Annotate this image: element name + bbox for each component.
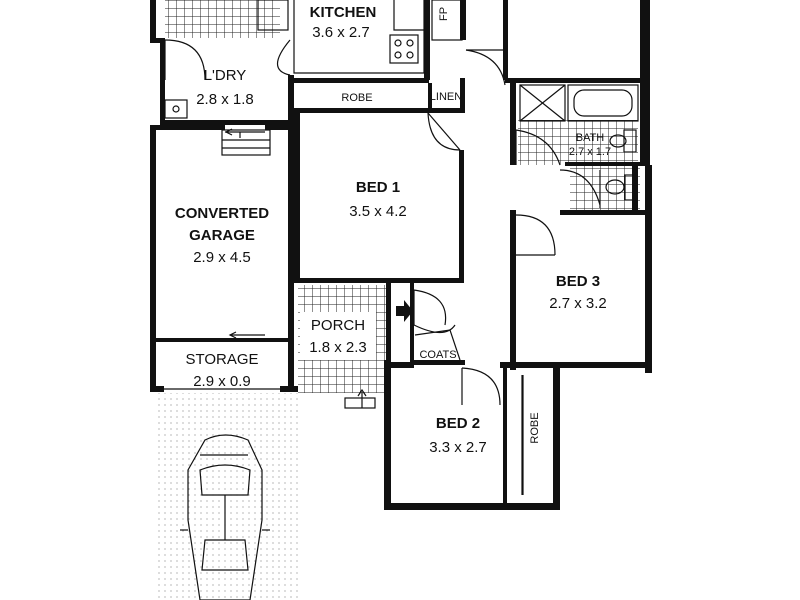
windows	[164, 220, 649, 507]
garage-size: 2.9 x 4.5	[193, 249, 251, 266]
kitchen-size: 3.6 x 2.7	[312, 24, 370, 41]
garage-name-line2: GARAGE	[189, 227, 255, 244]
bed2-name: BED 2	[436, 415, 480, 432]
bed1-name: BED 1	[356, 179, 400, 196]
coats-name: COATS	[419, 349, 456, 361]
car-icon	[180, 434, 270, 600]
kitchen-name: KITCHEN	[310, 4, 377, 21]
garage-name-line1: CONVERTED	[175, 205, 269, 222]
toilet-tiles	[570, 165, 640, 210]
bathtub-icon	[567, 84, 639, 122]
bed2-size: 3.3 x 2.7	[429, 439, 487, 456]
entry-arrow-icon	[396, 300, 413, 322]
stove-icon	[389, 34, 419, 64]
bath-size: 2.7 x 1.7	[569, 146, 611, 158]
bed3-name: BED 3	[556, 273, 600, 290]
toilet-icon	[609, 129, 637, 153]
robe1-name: ROBE	[341, 92, 372, 104]
fireplace-name: FP	[438, 7, 450, 21]
sink-icon	[164, 99, 188, 119]
shower-icon	[519, 84, 566, 122]
storage-name: STORAGE	[185, 351, 258, 368]
porch-size: 1.8 x 2.3	[309, 339, 367, 356]
porch-name: PORCH	[311, 317, 365, 334]
toilet-icon-2	[605, 174, 636, 201]
laundry-size: 2.8 x 1.8	[196, 91, 254, 108]
robe2-name: ROBE	[529, 412, 541, 443]
room-labels: KITCHEN 3.6 x 2.7 L'DRY 2.8 x 1.8 ROBE L…	[175, 4, 611, 456]
storage-size: 2.9 x 0.9	[193, 373, 251, 390]
bed3-size: 2.7 x 3.2	[549, 295, 607, 312]
doors	[164, 39, 601, 495]
driveway	[155, 393, 300, 600]
fixtures	[164, 0, 639, 409]
laundry-tiles	[165, 0, 280, 38]
laundry-name: L'DRY	[204, 67, 247, 84]
bath-name: BATH	[576, 132, 605, 144]
bath-tiles	[518, 120, 638, 165]
bed1-size: 3.5 x 4.2	[349, 203, 407, 220]
linen-name: LINEN	[430, 91, 462, 103]
